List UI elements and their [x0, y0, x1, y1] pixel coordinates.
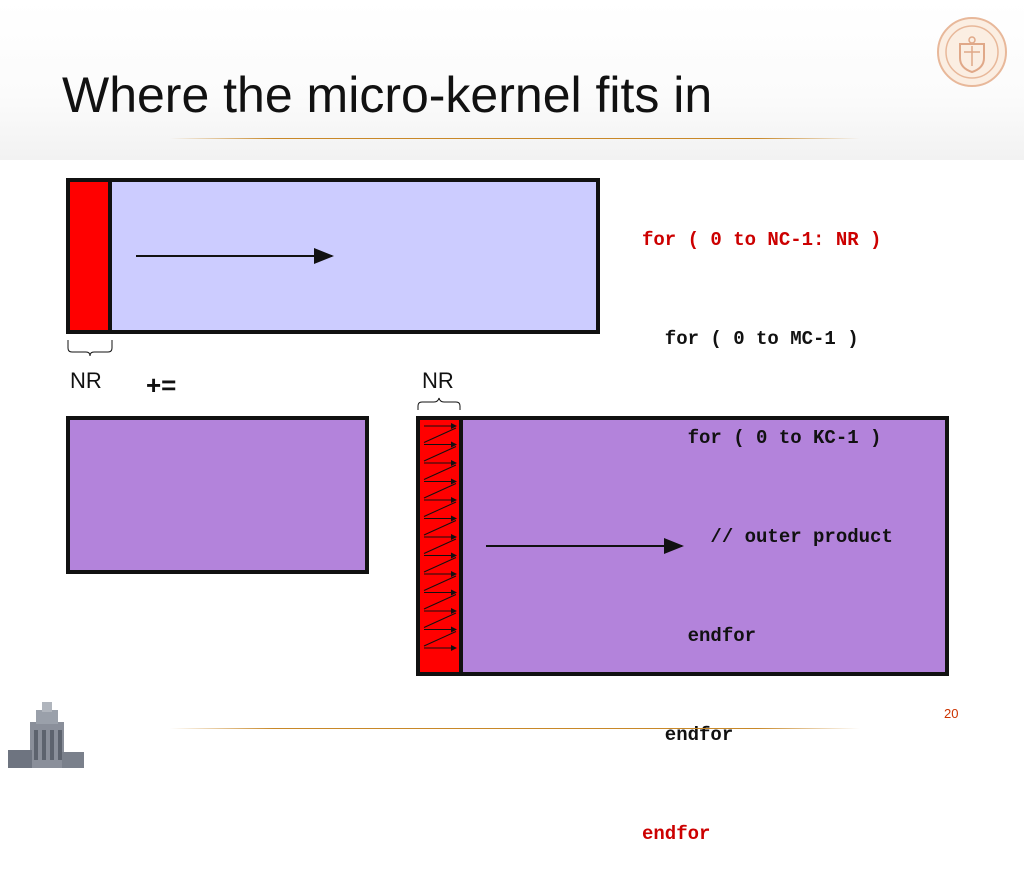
zigzag-return-line: [423, 557, 457, 573]
nr-label-bottom: NR: [422, 368, 454, 393]
zigzag-return-line: [423, 538, 457, 554]
plus-equals-operator: +=: [146, 370, 177, 400]
zigzag-arrows: [423, 423, 457, 651]
zigzag-return-line: [423, 427, 457, 443]
header-band: [0, 0, 1024, 160]
zigzag-return-line: [423, 501, 457, 517]
code-line: // outer product: [642, 526, 893, 548]
zigzag-return-line: [423, 575, 457, 591]
top-matrix-red-strip: [66, 178, 112, 334]
zigzag-return-line: [423, 464, 457, 480]
code-line: endfor: [642, 724, 734, 746]
bottom-nr-brace: [417, 397, 461, 410]
zigzag-return-line: [423, 446, 457, 462]
top-nr-brace: [67, 340, 113, 357]
code-line: for ( 0 to NC-1: NR ): [642, 229, 882, 251]
loop-code-block: for ( 0 to NC-1: NR ) for ( 0 to MC-1 ) …: [642, 158, 893, 884]
tower-logo-icon: [0, 700, 90, 768]
footer-divider: [170, 728, 860, 729]
zigzag-return-line: [423, 483, 457, 499]
bottom-left-matrix: [66, 416, 369, 574]
slide-title: Where the micro-kernel fits in: [62, 67, 713, 123]
zigzag-return-line: [423, 612, 457, 628]
zigzag-return-line: [423, 631, 457, 647]
page-number: 20: [944, 706, 959, 721]
code-line: for ( 0 to MC-1 ): [642, 328, 859, 350]
zigzag-return-line: [423, 520, 457, 536]
code-line: endfor: [642, 625, 757, 647]
title-divider: [170, 138, 860, 139]
university-seal-icon: [937, 17, 1007, 87]
code-line: endfor: [642, 823, 711, 845]
code-line: for ( 0 to KC-1 ): [642, 427, 882, 449]
zigzag-return-line: [423, 594, 457, 610]
nr-label-top: NR: [70, 368, 102, 393]
diagram-canvas: [66, 178, 949, 676]
